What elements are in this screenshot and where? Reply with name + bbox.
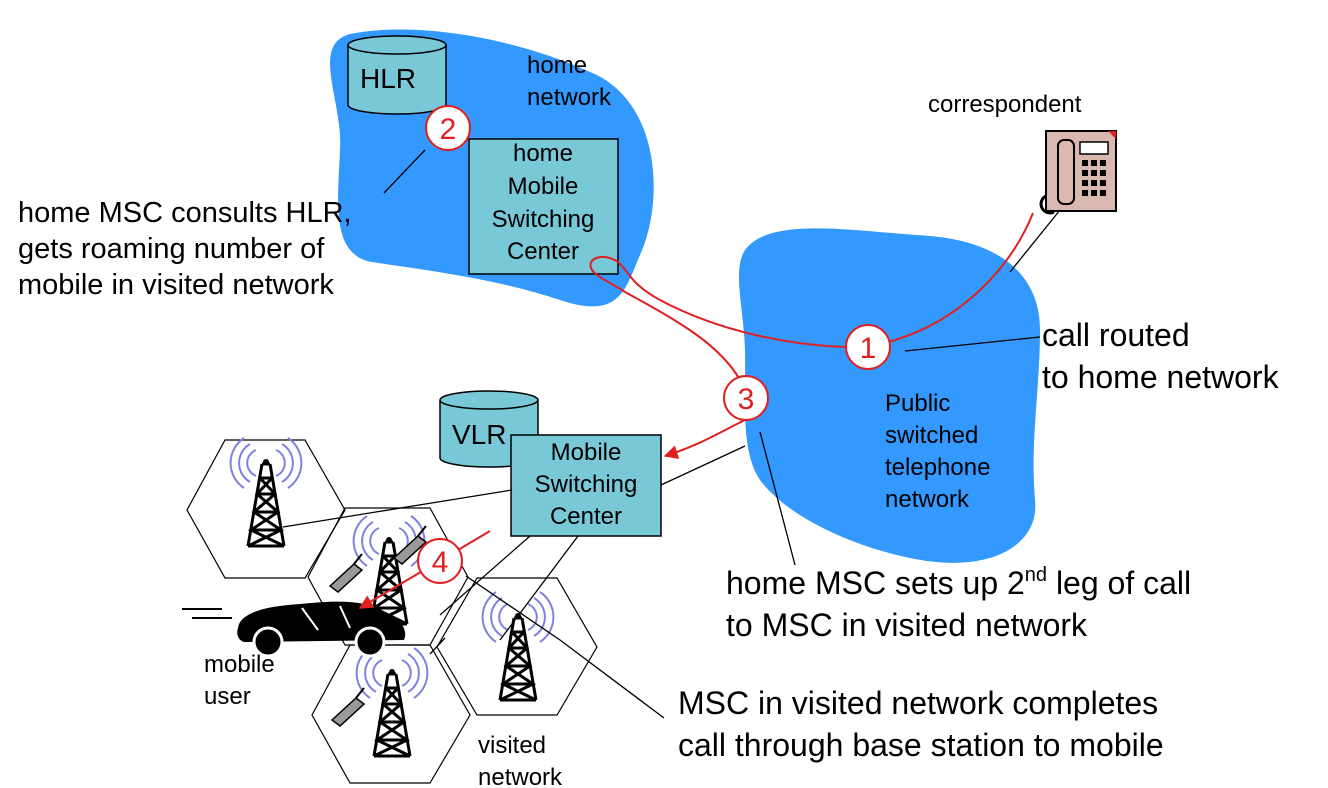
step-3-text-2: to MSC in visited network bbox=[726, 607, 1088, 643]
visited-msc-line-2: Switching bbox=[535, 471, 638, 498]
svg-text:4: 4 bbox=[432, 546, 449, 579]
home-msc-line-4: Center bbox=[507, 238, 579, 265]
visited-msc-line-1: Mobile bbox=[551, 439, 622, 466]
svg-text:3: 3 bbox=[738, 383, 755, 416]
home-msc-line-3: Switching bbox=[492, 206, 595, 233]
step-1-text-2: to home network bbox=[1042, 359, 1280, 395]
pstn-cloud bbox=[738, 228, 1040, 563]
hlr-database: HLR bbox=[347, 35, 447, 115]
step-3-text-1: home MSC sets up 2nd leg of call bbox=[726, 564, 1191, 601]
cellphone-icon bbox=[331, 687, 365, 727]
visited-msc-box: Mobile Switching Center bbox=[510, 434, 662, 537]
pstn-label-4: network bbox=[885, 486, 970, 513]
hlr-label: HLR bbox=[360, 63, 416, 94]
car-icon bbox=[182, 601, 406, 658]
mobile-user-label-1: mobile bbox=[204, 651, 275, 678]
svg-text:2: 2 bbox=[440, 113, 457, 146]
step-4-text-2: call through base station to mobile bbox=[678, 727, 1164, 763]
hex-cell-bottom bbox=[311, 644, 471, 784]
pstn-label-1: Public bbox=[885, 390, 950, 417]
pstn-label-2: switched bbox=[885, 422, 978, 449]
step-2-text-2: gets roaming number of bbox=[18, 233, 325, 265]
step-marker-4: 4 bbox=[417, 538, 463, 584]
visited-network-label-1: visited bbox=[478, 732, 546, 759]
step-marker-2: 2 bbox=[425, 105, 471, 151]
mobile-user-label-2: user bbox=[204, 683, 251, 710]
hex-cell-left bbox=[186, 439, 346, 579]
step-4-text-1: MSC in visited network completes bbox=[678, 685, 1158, 721]
step-marker-3: 3 bbox=[723, 375, 769, 421]
step-2-text-1: home MSC consults HLR, bbox=[18, 197, 352, 229]
home-network-label-1: home bbox=[527, 52, 587, 79]
visited-msc-line-3: Center bbox=[550, 503, 622, 530]
base-station-tower-icon bbox=[481, 590, 555, 702]
base-station-tower-icon bbox=[355, 646, 429, 758]
visited-network-label-2: network bbox=[478, 764, 563, 788]
vlr-label: VLR bbox=[452, 419, 506, 450]
pstn-label-3: telephone bbox=[885, 454, 990, 481]
cellphone-icon bbox=[329, 553, 363, 593]
base-station-tower-icon bbox=[229, 436, 303, 548]
step-marker-1: 1 bbox=[845, 324, 891, 370]
connector-lines bbox=[282, 149, 1061, 719]
step-1-text-1: call routed bbox=[1042, 317, 1190, 353]
svg-text:1: 1 bbox=[860, 332, 877, 365]
correspondent-label: correspondent bbox=[928, 91, 1082, 118]
home-msc-box: home Mobile Switching Center bbox=[468, 138, 619, 275]
home-network-label-2: network bbox=[527, 84, 612, 111]
home-msc-line-1: home bbox=[513, 140, 573, 167]
telephone-icon bbox=[1039, 130, 1117, 215]
home-msc-line-2: Mobile bbox=[508, 173, 579, 200]
step-2-text-3: mobile in visited network bbox=[18, 269, 334, 301]
